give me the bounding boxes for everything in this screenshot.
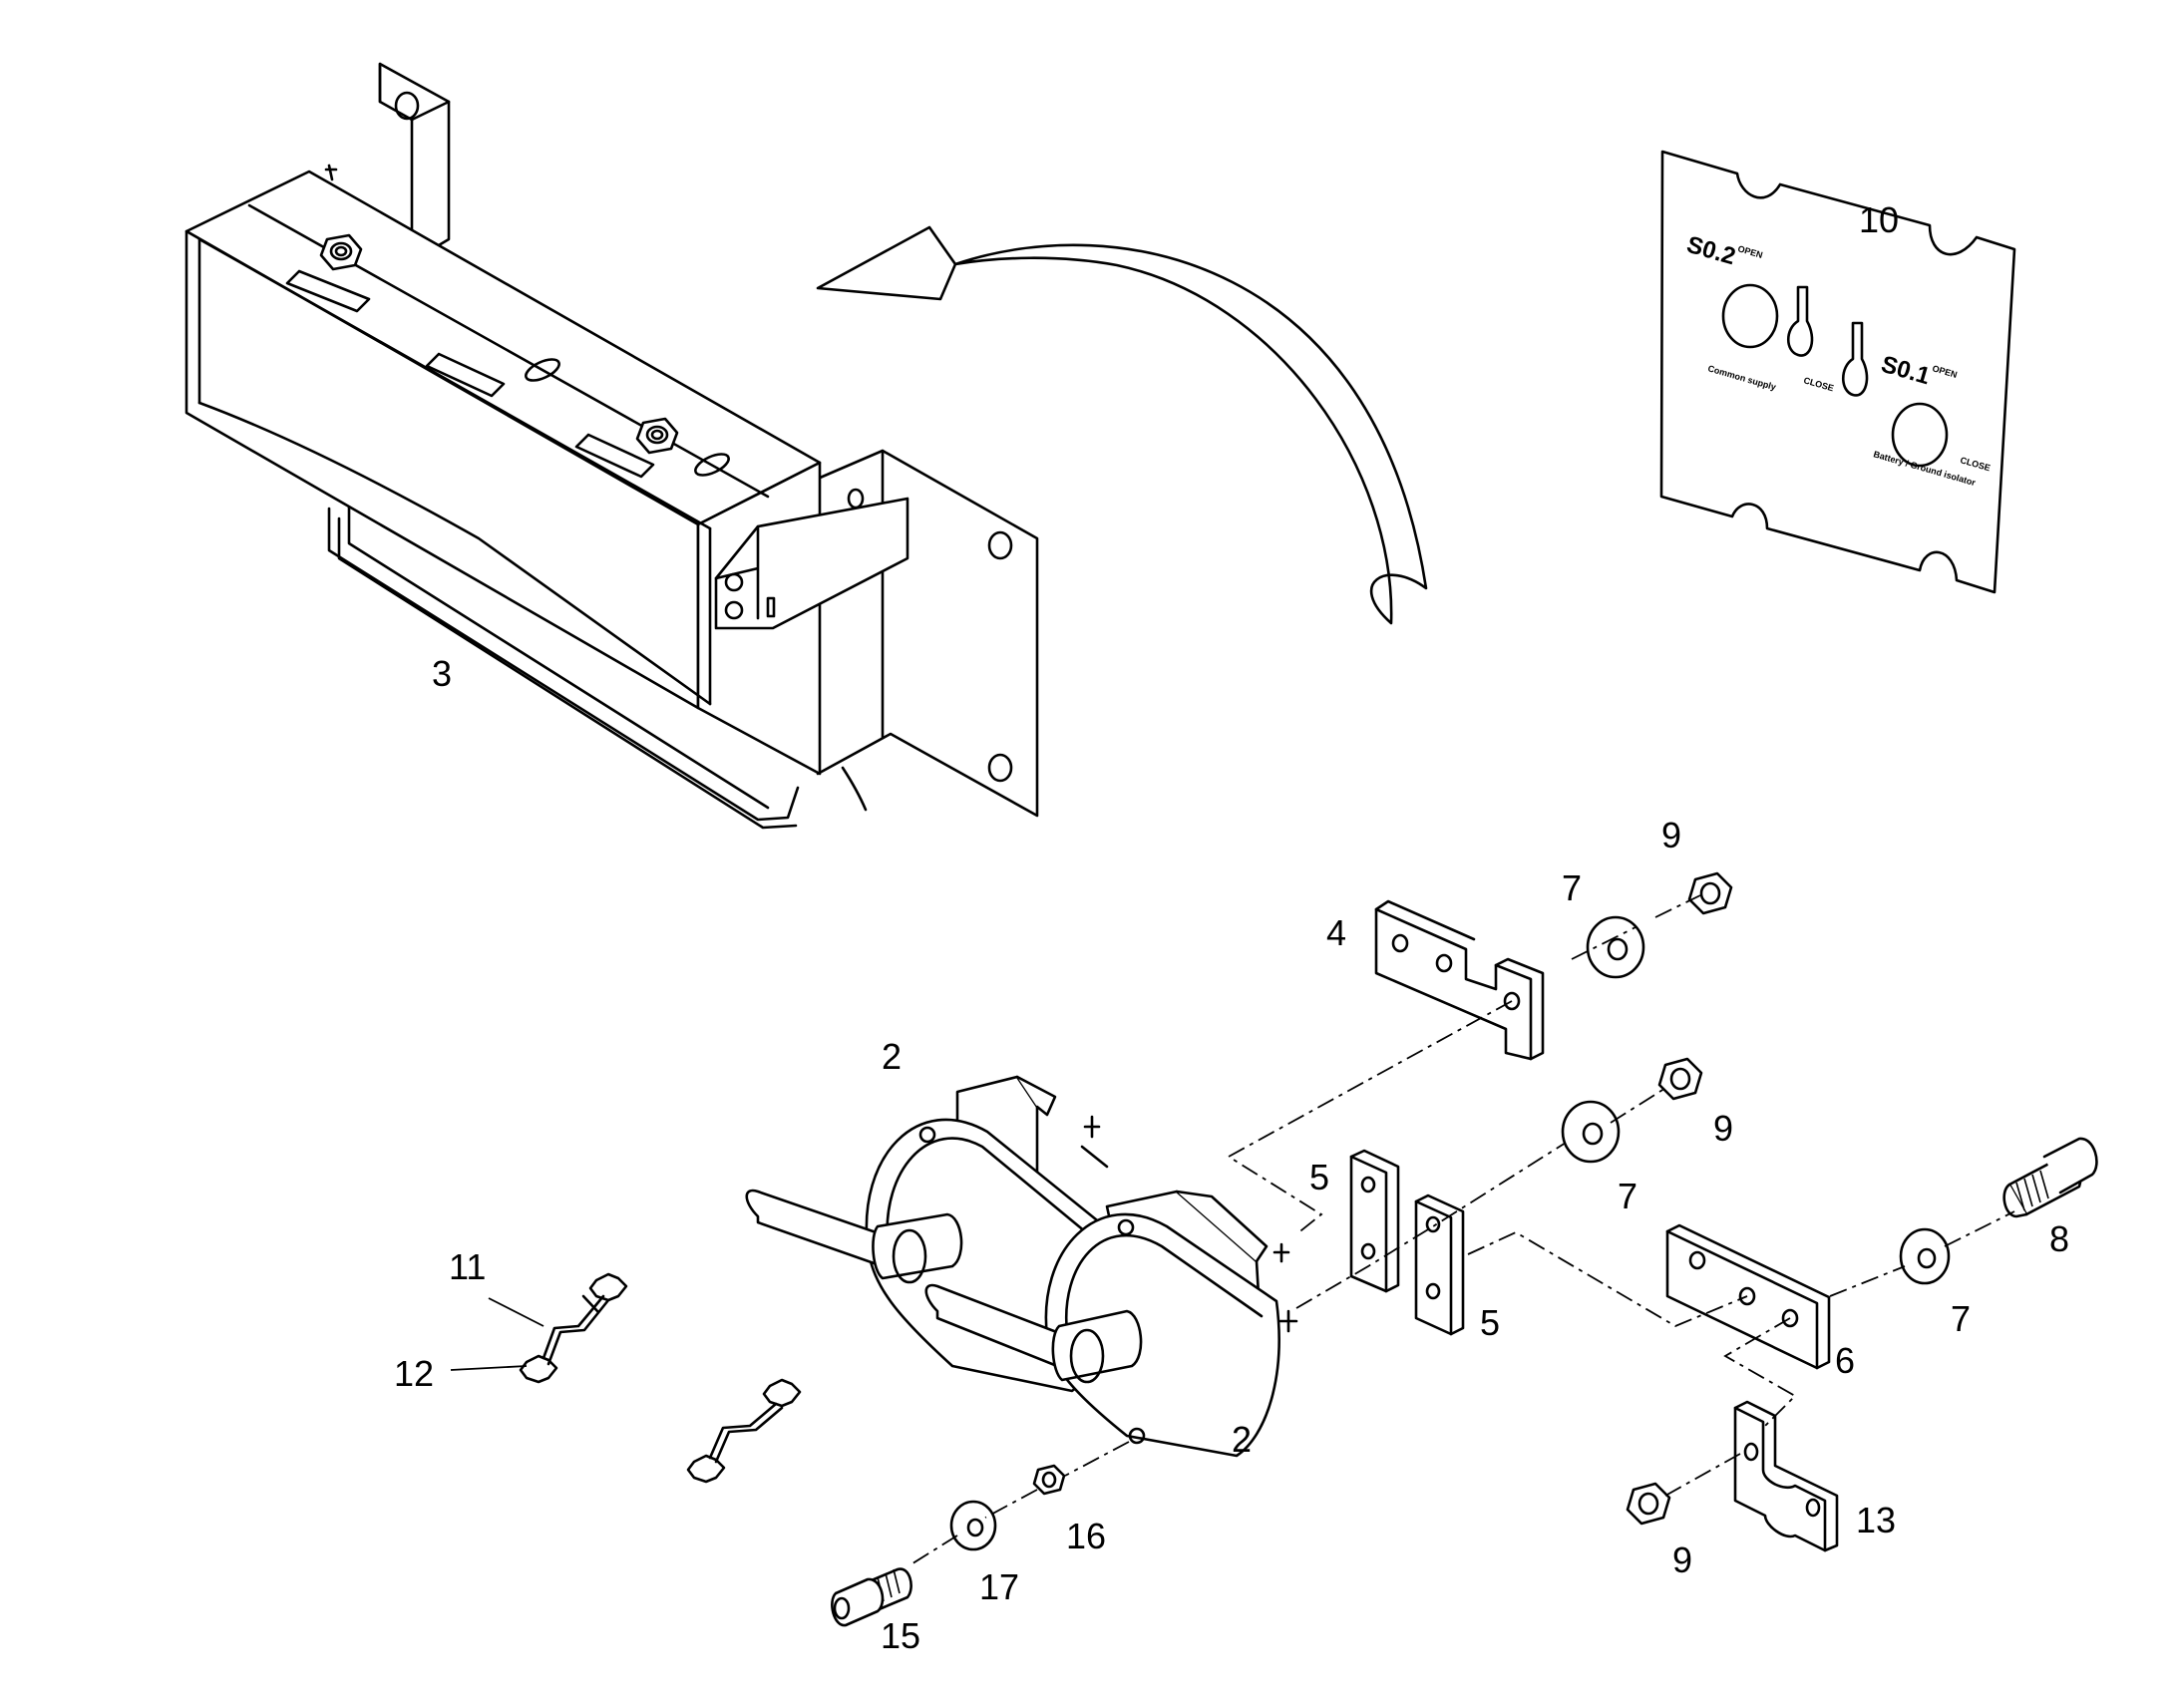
curved-arrow-icon — [816, 225, 1428, 625]
callout-2b: 2 — [1232, 1419, 1252, 1460]
isolator-switch — [924, 1190, 1298, 1458]
callout-13: 13 — [1856, 1500, 1896, 1540]
callout-9c: 9 — [1672, 1539, 1692, 1580]
hex-nut-icon — [1626, 1482, 1671, 1526]
busbar — [1665, 1223, 1831, 1370]
hex-nut-icon — [1657, 1057, 1703, 1101]
washer-icon — [1586, 915, 1645, 979]
callout-5b: 5 — [1480, 1302, 1500, 1343]
link-bar — [1374, 899, 1545, 1061]
callout-7b: 7 — [1618, 1176, 1637, 1216]
enclosure-box — [184, 62, 1039, 830]
washer-icon — [949, 1500, 997, 1551]
hex-nut-icon — [1032, 1464, 1066, 1496]
callout-9a: 9 — [1661, 815, 1681, 855]
link-plate — [1414, 1194, 1465, 1336]
wire-harness-icon — [519, 1272, 628, 1384]
callout-17: 17 — [979, 1566, 1019, 1607]
callouts: 3 10 4 7 9 2 9 7 5 5 8 7 6 2 13 9 11 12 … — [394, 199, 2069, 1656]
assembly-lines — [908, 894, 2015, 1566]
label-plate: S0.2 OPEN CLOSE Common supply S0.1 OPEN … — [1659, 150, 2016, 594]
callout-11: 11 — [449, 1246, 486, 1287]
link-plate — [1349, 1149, 1400, 1293]
leader-lines — [450, 1297, 545, 1371]
callout-6: 6 — [1835, 1340, 1855, 1381]
callout-7c: 7 — [1951, 1298, 1971, 1339]
callout-9b: 9 — [1713, 1108, 1733, 1149]
top-nut-icon — [319, 233, 363, 271]
callout-3: 3 — [432, 653, 452, 694]
callout-4: 4 — [1326, 912, 1346, 953]
callout-5a: 5 — [1309, 1157, 1329, 1197]
callout-10: 10 — [1859, 199, 1899, 240]
washer-icon — [1561, 1100, 1621, 1164]
hex-nut-icon — [1687, 871, 1733, 915]
angle-bracket — [1733, 1400, 1839, 1552]
callout-2a: 2 — [882, 1036, 902, 1077]
top-nut-icon — [635, 417, 679, 455]
washer-icon — [1899, 1227, 1951, 1285]
socket-bolt-icon — [831, 1567, 912, 1627]
callout-7a: 7 — [1562, 867, 1582, 908]
callout-15: 15 — [881, 1615, 920, 1656]
socket-bolt-icon — [2002, 1137, 2098, 1218]
callout-8: 8 — [2049, 1218, 2069, 1259]
callout-12: 12 — [394, 1353, 434, 1394]
wire-harness-icon — [686, 1378, 802, 1484]
callout-16: 16 — [1066, 1516, 1106, 1556]
